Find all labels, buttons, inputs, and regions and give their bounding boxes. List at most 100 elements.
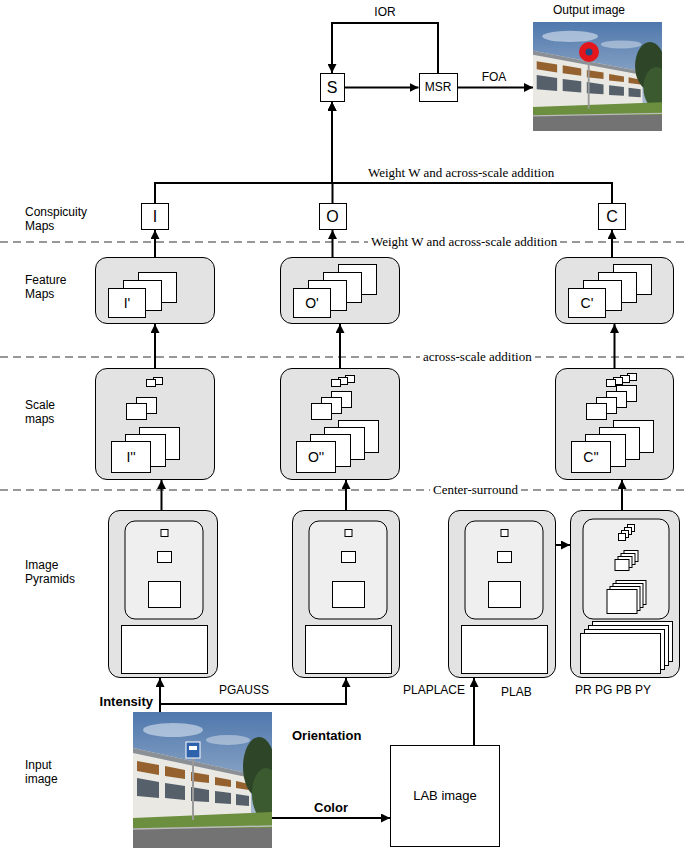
operation-label: across-scale addition (420, 349, 535, 365)
map-sheet (607, 590, 637, 614)
flow-arrow (272, 817, 390, 819)
box-label: O (326, 207, 338, 226)
flow-arrow (155, 102, 332, 203)
map-label: O' (293, 288, 331, 318)
map-sheet (342, 552, 356, 563)
focus-of-attention-marker (586, 49, 593, 56)
output-photo (533, 22, 669, 131)
conspicuity-map: C (598, 203, 626, 230)
map-stack (449, 511, 557, 679)
box-label: S (327, 78, 338, 97)
map-sheet (333, 582, 365, 608)
edge-label: Color (312, 800, 350, 816)
pyramid-level-group (309, 521, 387, 619)
map-stack (571, 511, 681, 679)
map-sheet (462, 626, 548, 674)
flow-arrow (160, 678, 346, 712)
flow-arrow (154, 324, 156, 368)
row-label: Image Pyramids (25, 558, 97, 587)
flow-arrow (458, 87, 534, 89)
edge-label: Intensity (98, 694, 155, 710)
section-divider (0, 356, 688, 357)
flow-arrow (332, 230, 334, 257)
flow-arrow (556, 544, 570, 546)
image-pyramid: PLAPLACE (292, 510, 400, 678)
flow-arrow (332, 23, 438, 73)
edge-label: IOR (372, 5, 397, 19)
edge-label: FOA (480, 70, 509, 84)
scale-maps: O'' (280, 368, 400, 480)
image-pyramid: PLAB (448, 510, 556, 678)
map-sheet (615, 560, 629, 571)
box-label: MSR (425, 80, 452, 94)
flow-arrow (345, 87, 419, 89)
map-sheet (489, 582, 521, 608)
feature-maps: I' (95, 257, 215, 324)
scale-maps: I'' (95, 368, 215, 480)
lab-image-box: LAB image (390, 745, 500, 847)
pyramid-name: PLAB (501, 685, 532, 699)
image-heading: Input image (25, 758, 75, 787)
row-label: Feature Maps (25, 273, 85, 302)
flow-arrow (345, 480, 347, 510)
image-pyramid: PGAUSS (108, 510, 218, 678)
focus-of-attention-marker (579, 42, 599, 62)
map-sheet (345, 530, 352, 537)
image-pyramid: PR PG PB PY (570, 510, 680, 678)
map-stack (293, 511, 401, 679)
box-label: LAB image (413, 788, 477, 804)
pyramid-level-group (583, 519, 669, 619)
map-sheet (312, 404, 332, 420)
map-sheet (147, 380, 156, 387)
pyramid-name: PLAPLACE (403, 683, 465, 697)
pyramid-level-group (465, 521, 543, 619)
feature-maps: C' (555, 257, 674, 324)
conspicuity-map: I (141, 203, 169, 230)
pyramid-name: PR PG PB PY (575, 683, 651, 697)
map-sheet (332, 380, 341, 387)
map-sheet (306, 626, 392, 674)
operation-label: Weight W and across-scale addition (368, 165, 554, 181)
map-sheet (607, 380, 616, 387)
map-sheet (581, 634, 661, 674)
saliency-sum-box: S (320, 73, 345, 102)
operation-label: Weight W and across-scale addition (368, 234, 560, 250)
map-sheet (149, 582, 181, 608)
map-label: I'' (111, 441, 151, 473)
section-divider (0, 241, 688, 242)
map-sheet (127, 404, 147, 420)
map-sheet (498, 552, 512, 563)
flow-arrow (154, 230, 156, 257)
flow-arrow (161, 480, 163, 510)
pyramid-name: PGAUSS (219, 683, 269, 697)
feature-maps: O' (280, 257, 400, 324)
operation-label: Center-surround (430, 482, 521, 498)
map-sheet (158, 552, 172, 563)
scale-maps: C'' (555, 368, 674, 480)
map-label: I' (108, 288, 146, 318)
box-label: I (153, 207, 157, 226)
input-image: Input image (133, 712, 272, 848)
edge-label: Orientation (290, 728, 363, 744)
map-sheet (501, 530, 508, 537)
flow-arrow (332, 102, 612, 203)
msr-box: MSR (419, 73, 458, 102)
map-label: C' (568, 288, 606, 318)
map-stack (109, 511, 219, 679)
map-sheet (587, 404, 607, 420)
image-heading: Output image (553, 3, 625, 17)
map-sheet (161, 530, 168, 537)
flow-arrow (614, 324, 616, 368)
flow-arrow (621, 480, 623, 510)
row-label: Conspicuity Maps (25, 205, 101, 234)
pyramid-level-group (125, 521, 203, 619)
input-photo (133, 712, 280, 848)
box-label: C (606, 207, 618, 226)
flow-arrow (339, 324, 341, 368)
row-label: Scale maps (25, 398, 77, 427)
flow-arrow (473, 678, 475, 745)
